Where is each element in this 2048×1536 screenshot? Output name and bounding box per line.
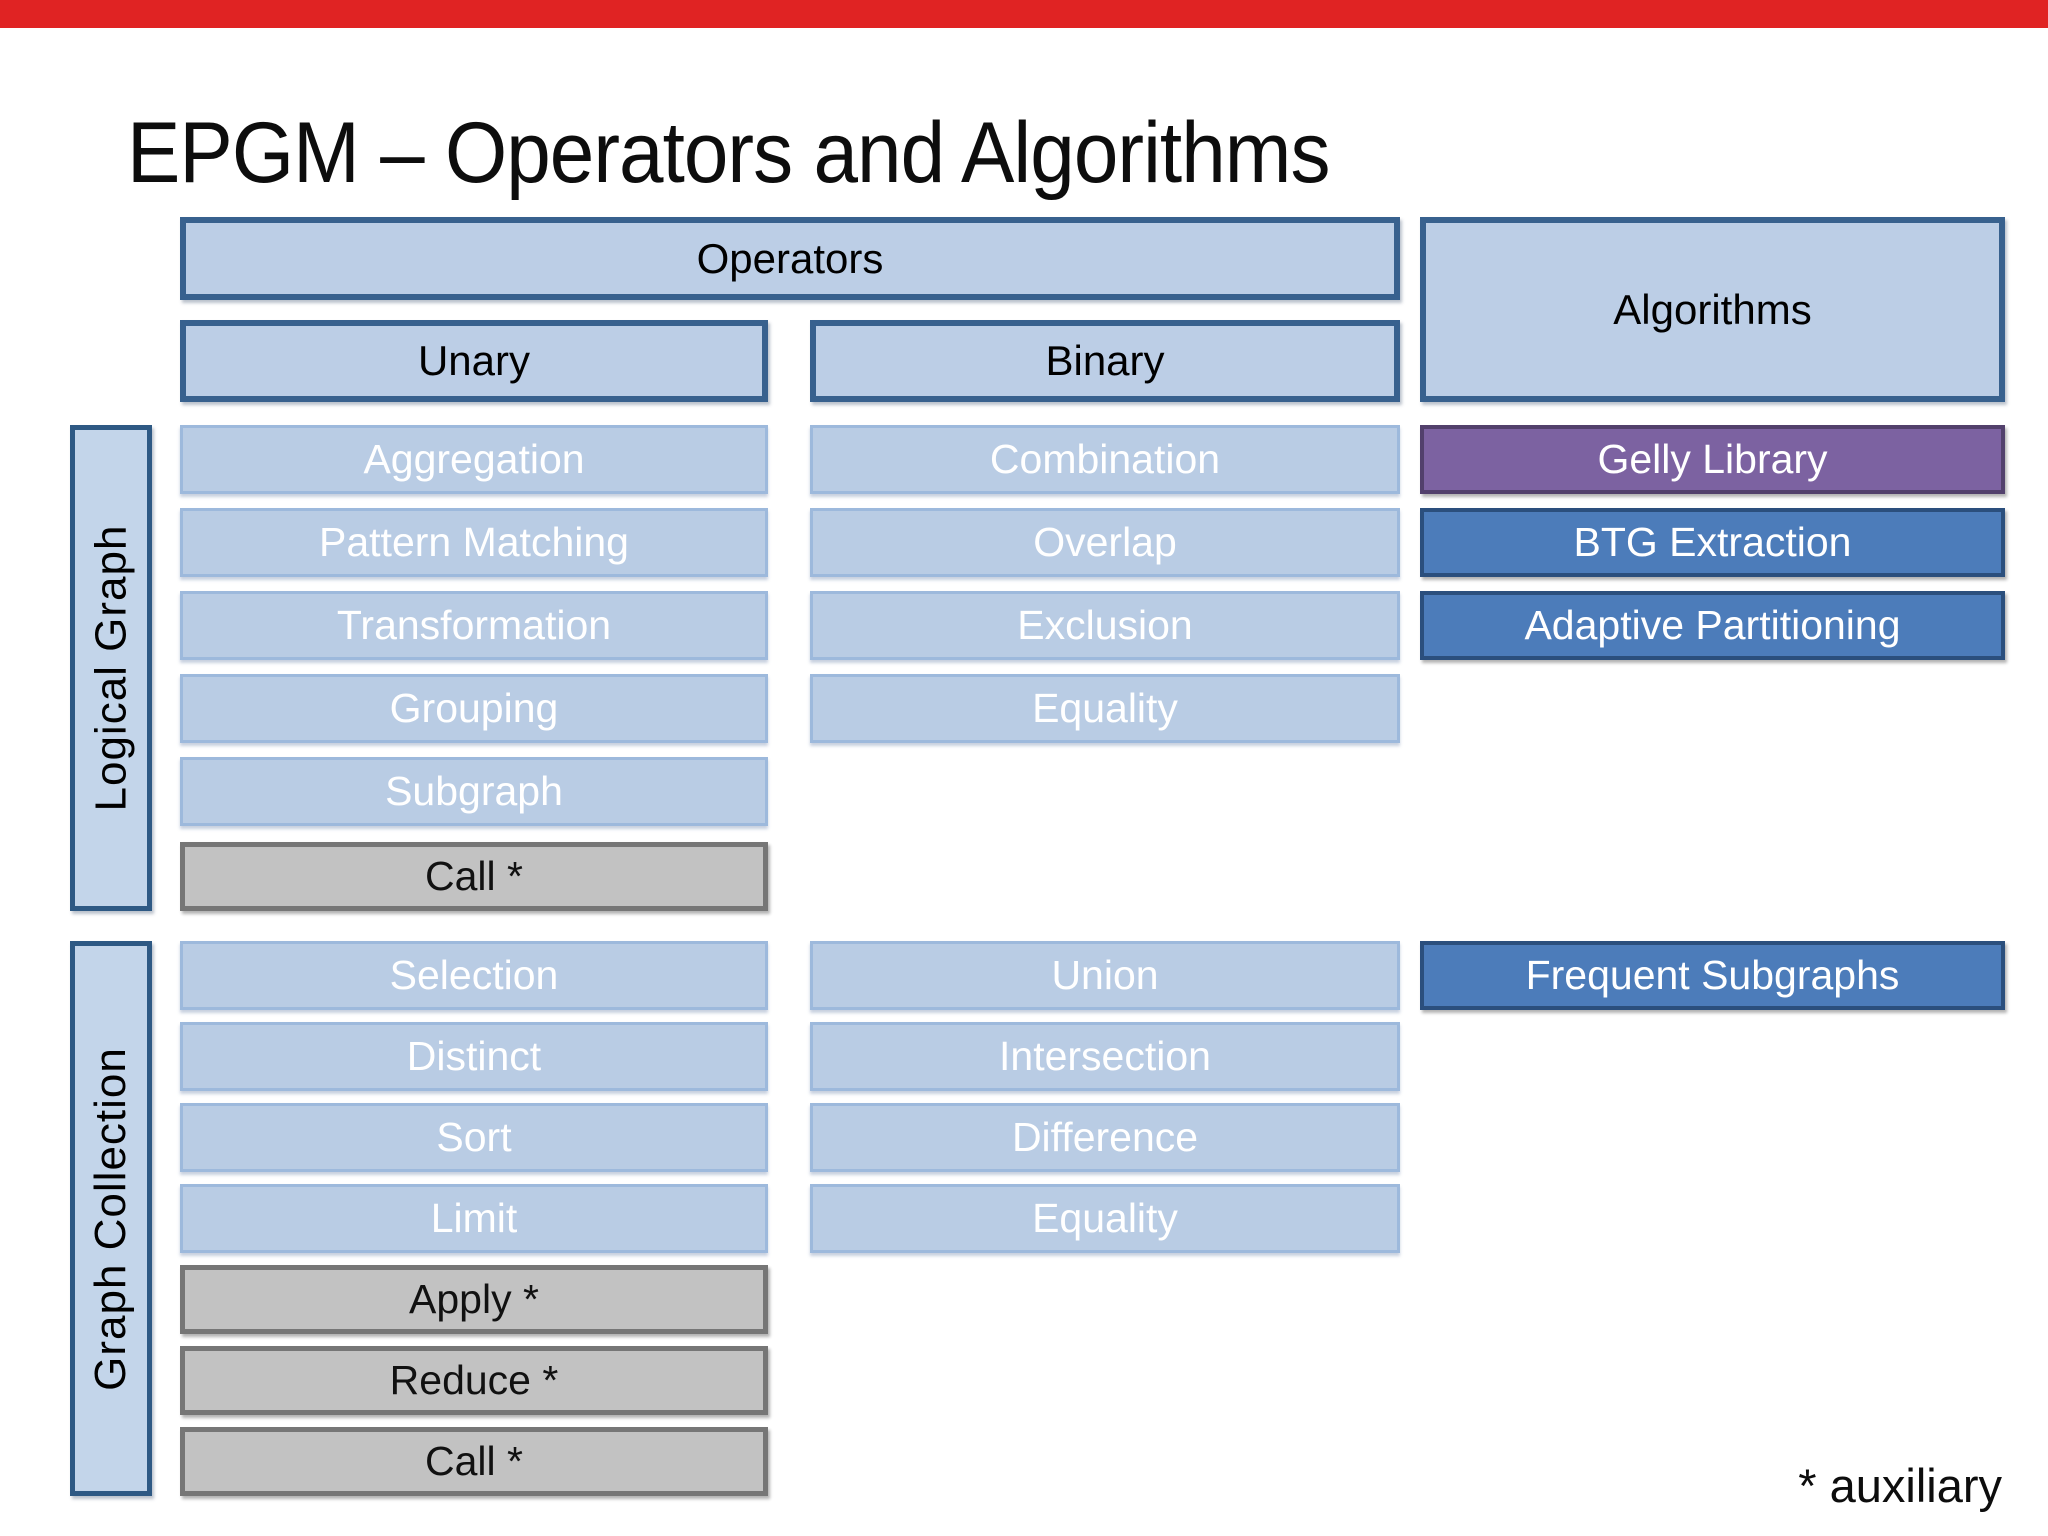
unary-box-pattern-matching: Pattern Matching — [180, 508, 768, 577]
binary-box-overlap: Overlap — [810, 508, 1400, 577]
binary-box-equality: Equality — [810, 674, 1400, 743]
unary-box-call: Call * — [180, 842, 768, 911]
unary-header: Unary — [180, 320, 768, 402]
unary-box-distinct: Distinct — [180, 1022, 768, 1091]
unary-box-selection: Selection — [180, 941, 768, 1010]
unary-box-call: Call * — [180, 1427, 768, 1496]
section-label-text: Graph Collection — [86, 1046, 136, 1391]
unary-box-limit: Limit — [180, 1184, 768, 1253]
binary-box-equality: Equality — [810, 1184, 1400, 1253]
binary-header: Binary — [810, 320, 1400, 402]
binary-box-combination: Combination — [810, 425, 1400, 494]
algorithms-box-adaptive-partitioning: Adaptive Partitioning — [1420, 591, 2005, 660]
algorithms-box-frequent-subgraphs: Frequent Subgraphs — [1420, 941, 2005, 1010]
unary-box-aggregation: Aggregation — [180, 425, 768, 494]
top-red-bar — [0, 0, 2048, 28]
unary-box-apply: Apply * — [180, 1265, 768, 1334]
binary-box-union: Union — [810, 941, 1400, 1010]
binary-box-exclusion: Exclusion — [810, 591, 1400, 660]
unary-box-transformation: Transformation — [180, 591, 768, 660]
binary-box-difference: Difference — [810, 1103, 1400, 1172]
slide-title: EPGM – Operators and Algorithms — [127, 105, 1330, 201]
section-label-graph-collection: Graph Collection — [70, 941, 152, 1496]
section-label-text: Logical Graph — [86, 524, 136, 812]
algorithms-box-btg-extraction: BTG Extraction — [1420, 508, 2005, 577]
binary-box-intersection: Intersection — [810, 1022, 1400, 1091]
section-label-logical-graph: Logical Graph — [70, 425, 152, 911]
footnote: * auxiliary — [1798, 1459, 2002, 1512]
algorithms-header: Algorithms — [1420, 217, 2005, 402]
unary-box-grouping: Grouping — [180, 674, 768, 743]
unary-box-sort: Sort — [180, 1103, 768, 1172]
algorithms-box-gelly-library: Gelly Library — [1420, 425, 2005, 494]
unary-box-reduce: Reduce * — [180, 1346, 768, 1415]
operators-header: Operators — [180, 217, 1400, 300]
unary-box-subgraph: Subgraph — [180, 757, 768, 826]
